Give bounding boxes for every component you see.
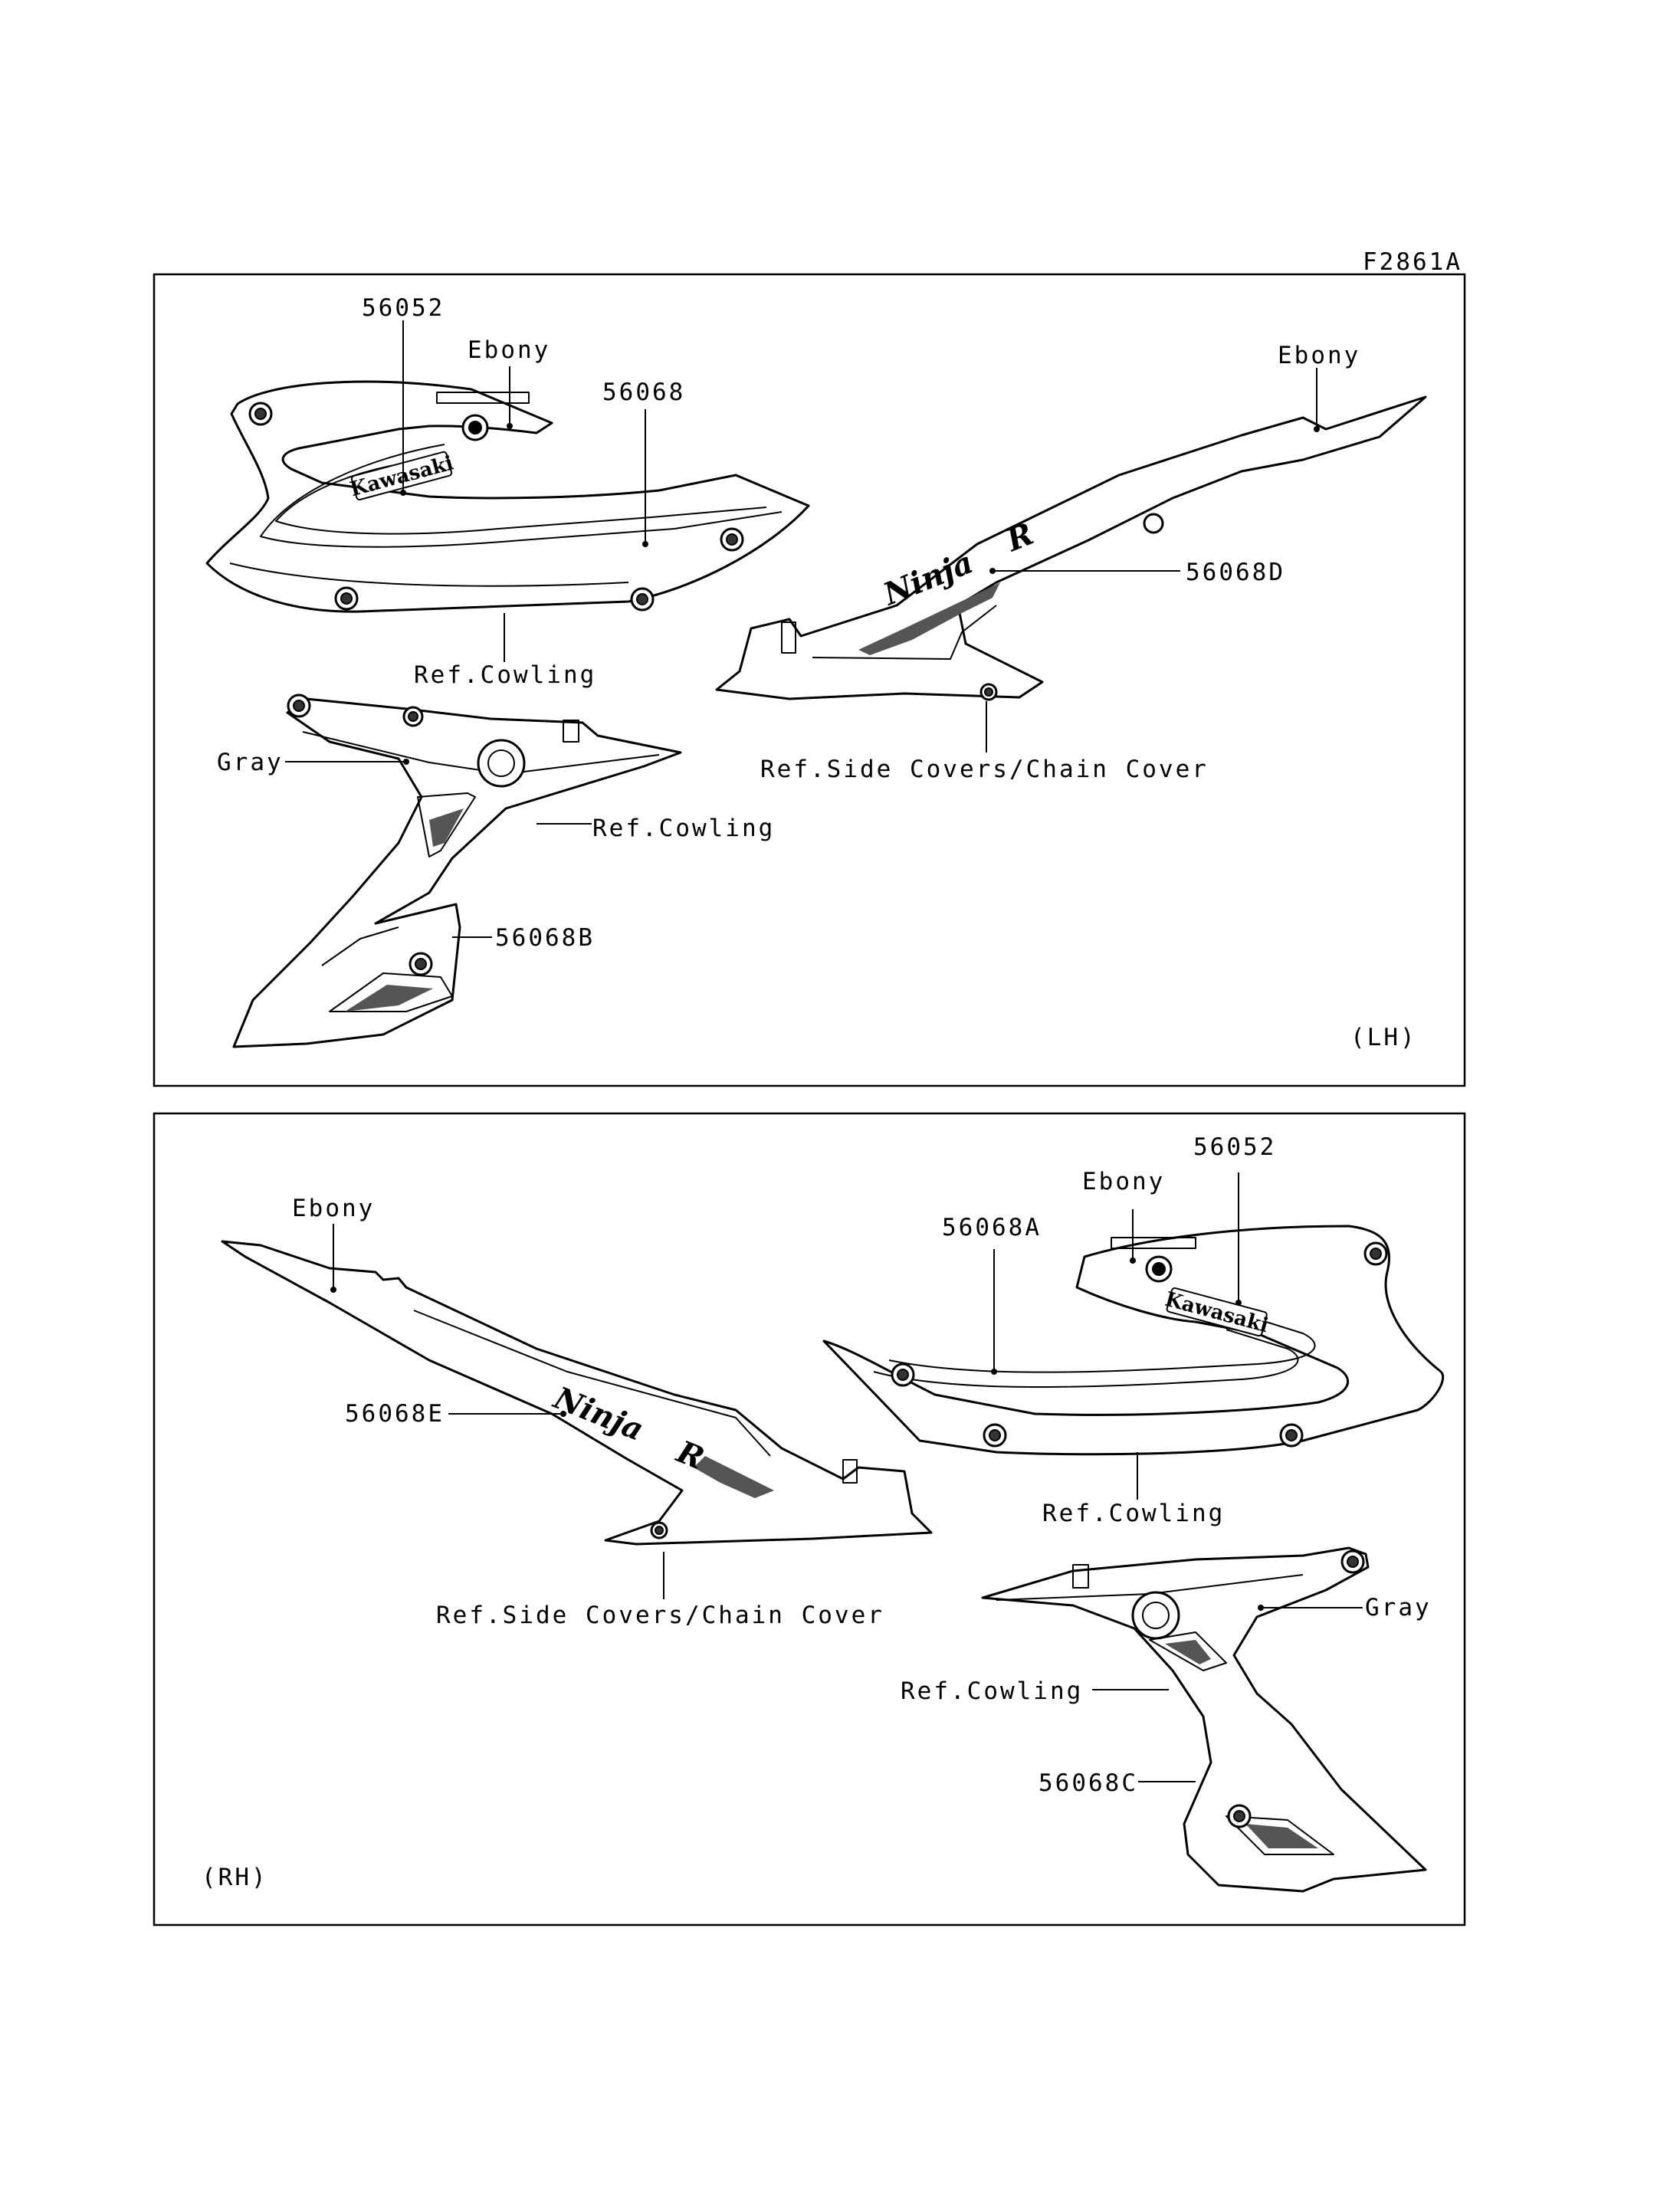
lh-side-label: (LH) [1350, 1024, 1417, 1051]
lh-callout-56052: 56052 [362, 294, 445, 322]
rh-callout-gray: Gray [1365, 1594, 1432, 1622]
lh-callout-ref-side-covers: Ref.Side Covers/Chain Cover [760, 756, 1209, 783]
rh-seat-cowl-decal [981, 1546, 1427, 1893]
lh-panel: Kawasaki Ninja R [153, 273, 1466, 1087]
rh-callout-56068e: 56068E [345, 1400, 445, 1428]
rh-callout-ebony-front: Ebony [1082, 1168, 1165, 1195]
lh-callout-56068: 56068 [602, 379, 685, 406]
rh-panel: Ninja R Kawasaki [153, 1112, 1466, 1926]
lh-callout-56068b: 56068B [495, 924, 595, 952]
lh-tail-decal: Ninja R [715, 395, 1427, 701]
rh-leaders [330, 1172, 1363, 1782]
lh-seat-cowl-decal [232, 694, 682, 1048]
rh-callout-ref-cowling-lower: Ref.Cowling [901, 1677, 1083, 1705]
rh-tail-decal: Ninja R [221, 1240, 933, 1546]
lh-callout-ref-cowling-upper: Ref.Cowling [414, 661, 596, 689]
lh-callout-56068d: 56068D [1186, 559, 1285, 586]
rh-callout-56068a: 56068A [942, 1214, 1042, 1241]
rh-callout-ref-side-covers: Ref.Side Covers/Chain Cover [436, 1602, 884, 1629]
lh-callout-ebony-front: Ebony [468, 336, 550, 364]
rh-side-label: (RH) [202, 1864, 268, 1891]
rh-callout-56052: 56052 [1193, 1133, 1276, 1161]
figure-code: F2861A [1363, 248, 1462, 276]
lh-callout-ebony-tail: Ebony [1278, 342, 1360, 369]
rh-front-cowling-decal: Kawasaki [822, 1225, 1445, 1456]
rh-callout-ebony-tail: Ebony [292, 1195, 375, 1222]
lh-panel-frame [153, 273, 1466, 1087]
lh-front-cowling-decal: Kawasaki [205, 380, 810, 613]
rh-callout-ref-cowling-upper: Ref.Cowling [1042, 1500, 1225, 1527]
rh-panel-frame [153, 1112, 1466, 1926]
lh-callout-ref-cowling-lower: Ref.Cowling [592, 815, 775, 842]
rh-callout-56068c: 56068C [1039, 1769, 1138, 1797]
lh-callout-gray: Gray [217, 749, 284, 776]
lh-leaders [285, 320, 1320, 938]
